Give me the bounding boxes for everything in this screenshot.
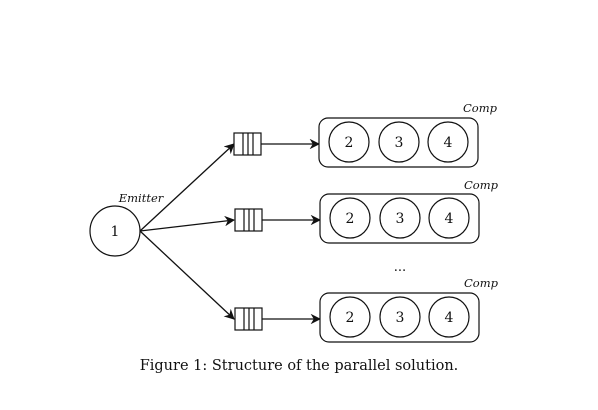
queue-icon (234, 208, 263, 232)
caption-text: Structure of the parallel solution. (211, 358, 459, 374)
worker-row-3: Comp 2 3 4 (234, 276, 499, 343)
caption-prefix: Figure 1: (139, 358, 208, 374)
comp-label: Comp (464, 178, 499, 192)
worker-node-label: 2 (346, 211, 355, 227)
emitter-arrow-2 (139, 215, 236, 232)
queue-icon (233, 132, 262, 156)
emitter-label: Emitter (118, 191, 165, 205)
worker-node (428, 197, 470, 239)
figure-caption: Figure 1: Structure of the parallel solu… (0, 358, 598, 374)
worker-node-label: 4 (445, 211, 454, 227)
worker-node-label: 4 (445, 310, 454, 326)
worker-node (329, 296, 371, 338)
worker-node (428, 296, 470, 338)
worker-row-1: Comp 2 3 4 (233, 101, 498, 168)
worker-node (427, 121, 469, 163)
queue-icon (234, 307, 263, 331)
worker-node-label: 3 (396, 310, 405, 326)
emitter-node-label: 1 (111, 224, 120, 240)
worker-node (378, 121, 420, 163)
comp-label: Comp (463, 101, 498, 115)
worker-node (328, 121, 370, 163)
worker-node (379, 296, 421, 338)
worker-node-label: 3 (395, 135, 404, 151)
worker-row-2: Comp 2 3 4 (234, 178, 499, 244)
emitter-arrow-1 (139, 143, 235, 232)
worker-node-label: 3 (396, 211, 405, 227)
worker-node (329, 197, 371, 239)
ellipsis: ... (394, 260, 406, 275)
worker-node-label: 2 (345, 135, 354, 151)
worker-node-label: 4 (444, 135, 453, 151)
emitter-arrow-3 (139, 230, 235, 320)
worker-node (379, 197, 421, 239)
comp-label: Comp (464, 276, 499, 290)
worker-node-label: 2 (346, 310, 355, 326)
